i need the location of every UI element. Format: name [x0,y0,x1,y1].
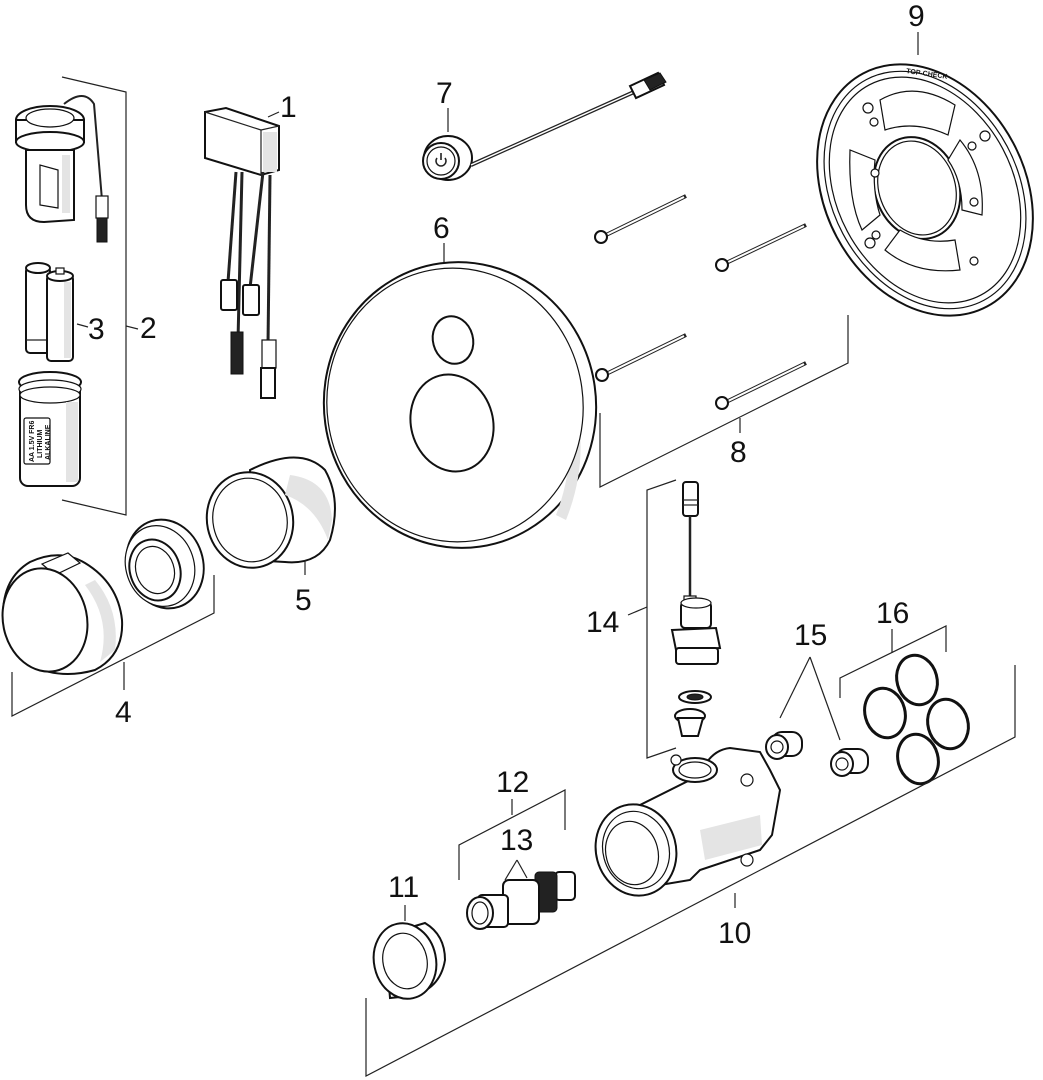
bracket-10 [365,665,1016,1077]
battery-casing: AA 1.5V FR6 LITHIUM ALKALINE [18,371,82,487]
nut: 11 [372,871,447,1000]
check-valve-1 [765,731,803,760]
valve-body: 10 [365,665,1016,1077]
callout-6: 6 [433,212,450,245]
callout-10: 10 [718,917,751,950]
solenoid-valve: 14 [586,479,722,759]
bracket-8 [599,315,849,488]
bracket-14 [646,479,677,759]
battery-label-3: ALKALINE [45,424,52,460]
bracket-4 [11,575,215,717]
leader-3 [76,323,89,328]
bracket-16 [839,625,947,698]
leader-1 [267,111,280,118]
battery-label-2: LITHIUM [37,429,44,458]
handle-set: 4 [1,518,215,729]
callout-13: 13 [500,824,533,857]
battery-holder [15,95,109,243]
callout-4: 4 [115,696,132,729]
screw-2 [715,223,807,272]
callout-7: 7 [436,77,453,110]
callout-16: 16 [876,597,909,630]
leader-14 [627,606,648,616]
callout-8: 8 [730,436,747,469]
battery-label-1: AA 1.5V FR6 [29,421,36,462]
callout-9: 9 [908,0,925,33]
callout-1: 1 [280,91,297,124]
callout-12: 12 [496,766,529,799]
leader-15b [809,656,841,741]
check-valves: 15 [765,619,869,777]
sleeve: 5 [205,456,336,617]
o-ring-set: 16 [839,597,970,786]
control-unit: 1 [204,91,297,399]
callout-2: 2 [140,312,157,345]
bracket-12 [458,789,566,880]
mounting-frame: 9 TOP-CHECK [816,0,1034,317]
push-button: 7 [422,71,667,181]
batteries: 3 [25,262,105,362]
leader-13b [516,859,528,879]
callout-15: 15 [794,619,827,652]
screw-4 [715,361,807,410]
callout-5: 5 [295,584,312,617]
callout-11: 11 [388,871,419,904]
screws: 8 [594,194,849,488]
cover-plate: 6 [322,212,598,549]
callout-14: 14 [586,606,619,639]
handle-knob [1,552,124,675]
leader-15a [779,656,811,719]
leader-13a [504,859,518,881]
power-icon [435,153,447,167]
adapter-ring [124,518,205,610]
leader-2 [125,325,139,330]
screw-3 [595,333,687,382]
bracket-2 [61,76,127,516]
callout-3: 3 [88,313,105,346]
cartridge: 12 13 [458,766,576,930]
screw-1 [594,194,687,244]
check-valve-2 [830,748,869,777]
battery-set: 2 3 [15,76,157,516]
